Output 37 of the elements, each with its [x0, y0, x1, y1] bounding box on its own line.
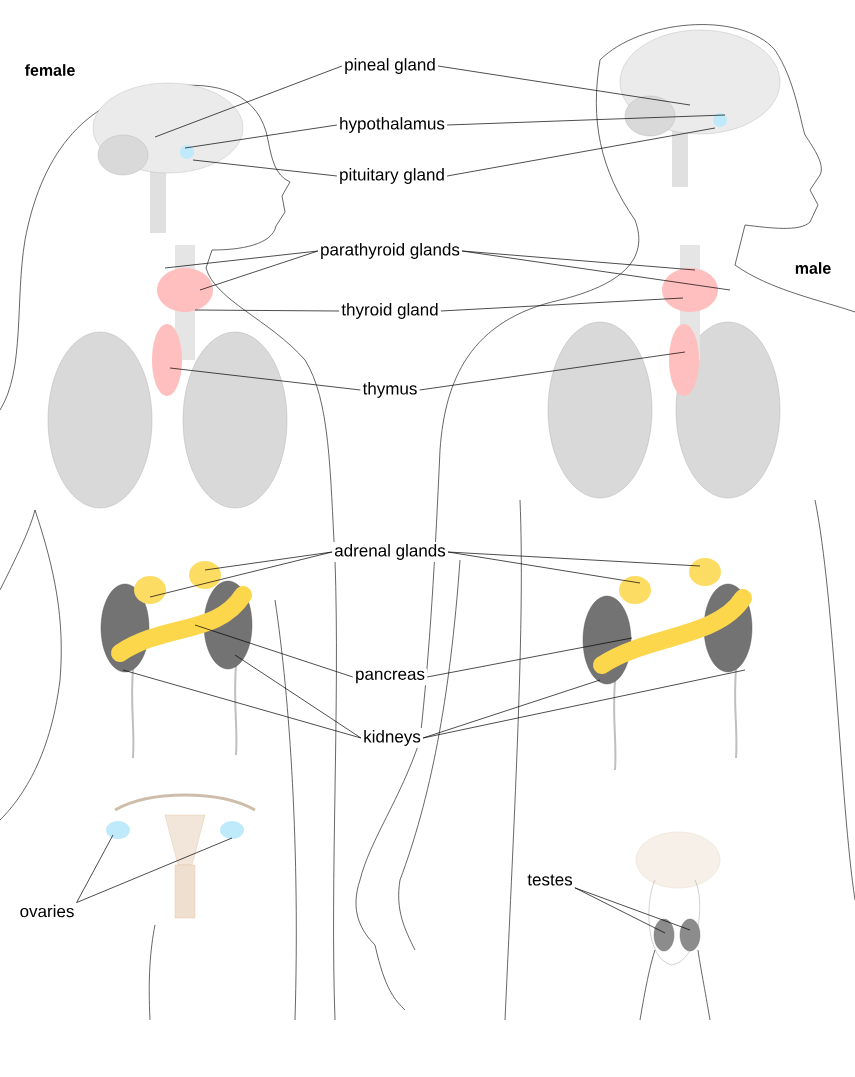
- leader-line: [169, 367, 361, 391]
- organ-label: hypothalamus: [337, 115, 447, 135]
- organ-label: adrenal glands: [332, 542, 448, 562]
- leader-line: [76, 837, 233, 903]
- leader-line: [574, 887, 666, 934]
- organ-label: ovaries: [17, 902, 77, 920]
- leader-line: [204, 551, 333, 571]
- leader-line: [234, 654, 362, 739]
- organ-label: pineal gland: [342, 56, 438, 76]
- leader-line: [440, 297, 684, 312]
- organ-label: testes: [525, 872, 575, 888]
- leader-line: [437, 65, 691, 106]
- leader-line: [154, 65, 343, 138]
- leader-line: [194, 309, 340, 312]
- leader-line: [446, 127, 716, 177]
- organ-label: pituitary gland: [337, 166, 447, 186]
- organ-label: thymus: [360, 380, 420, 400]
- leader-line: [194, 624, 354, 678]
- sex-label: male: [795, 262, 831, 274]
- leader-line: [461, 250, 731, 291]
- leader-line: [422, 669, 746, 739]
- leader-line: [419, 351, 686, 391]
- leader-line: [192, 159, 338, 177]
- leader-line: [76, 834, 114, 903]
- leader-line: [574, 887, 691, 931]
- leader-line: [199, 250, 319, 291]
- leader-line: [461, 250, 696, 271]
- organ-label: pancreas: [353, 668, 427, 686]
- organ-label: parathyroid glands: [318, 241, 462, 261]
- sex-label: female: [24, 64, 75, 76]
- leader-line: [426, 637, 633, 678]
- leader-line: [184, 124, 338, 149]
- leader-line: [446, 114, 726, 126]
- organ-label: thyroid gland: [339, 301, 441, 321]
- organ-label: kidneys: [361, 728, 423, 748]
- leader-line: [447, 551, 701, 567]
- leader-line: [122, 669, 362, 739]
